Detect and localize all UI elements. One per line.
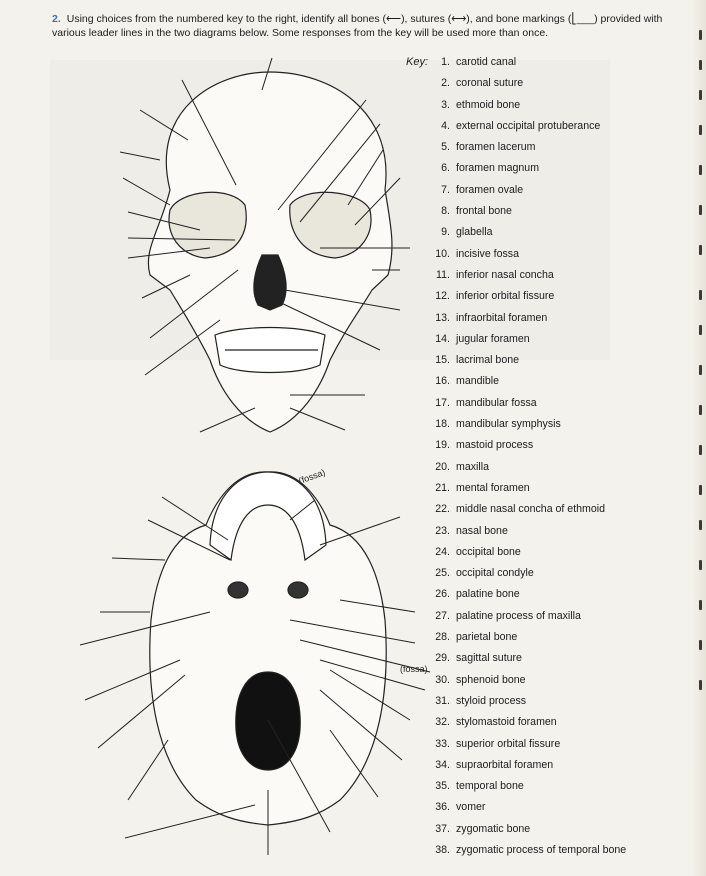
binding-mark	[699, 600, 702, 610]
choana-right	[288, 582, 308, 598]
binding-mark	[699, 560, 702, 570]
binding-mark	[699, 125, 702, 135]
binding-mark	[699, 365, 702, 375]
binding-mark	[699, 485, 702, 495]
binding-mark	[699, 90, 702, 100]
cranium-outline	[148, 72, 392, 432]
binding-mark	[699, 30, 702, 40]
binding-mark	[699, 520, 702, 530]
skull-base-outline	[150, 472, 386, 825]
binding-mark	[699, 205, 702, 215]
binding-mark	[699, 165, 702, 175]
fossa-label-top: (fossa)	[297, 467, 326, 486]
binding-mark	[699, 680, 702, 690]
anterior-skull-diagram	[148, 72, 392, 432]
binding-mark	[699, 60, 702, 70]
nasal-cavity	[254, 255, 286, 310]
binding-mark	[699, 325, 702, 335]
fossa-label-side: (fossa)	[400, 664, 428, 674]
binding-mark	[699, 290, 702, 300]
choana-left	[228, 582, 248, 598]
binding-mark	[699, 405, 702, 415]
binding-mark	[699, 445, 702, 455]
inferior-skull-diagram	[150, 472, 386, 825]
binding-mark	[699, 640, 702, 650]
binding-mark	[699, 245, 702, 255]
